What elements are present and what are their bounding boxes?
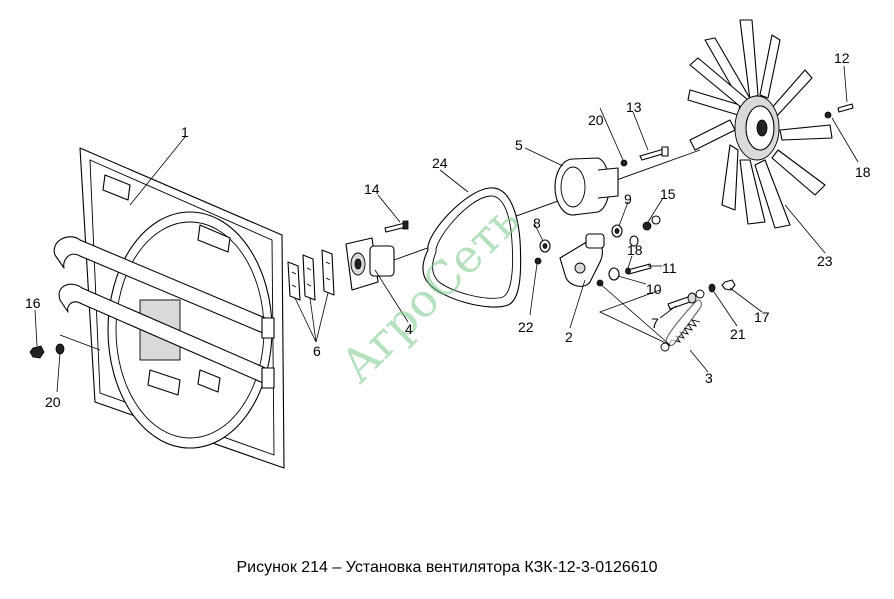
nut-15 <box>629 215 661 247</box>
drive-belt <box>422 187 522 308</box>
callout-20-right: 20 <box>588 112 604 128</box>
callout-11: 11 <box>662 260 677 276</box>
fan-shroud <box>53 147 285 469</box>
bracket-plates <box>287 249 335 301</box>
bolt-14 <box>384 220 409 233</box>
washer-10 <box>608 267 620 281</box>
nut-17 <box>721 279 736 291</box>
callout-18-tensioner: 18 <box>627 242 643 258</box>
washer-9 <box>611 224 623 238</box>
callout-12: 12 <box>834 50 850 66</box>
nut-16 <box>29 345 45 359</box>
callout-3: 3 <box>705 370 713 386</box>
callout-20-left: 20 <box>45 394 61 410</box>
washer-20-left <box>55 343 65 355</box>
tension-spring <box>660 289 705 352</box>
pin-7 <box>667 292 697 310</box>
callout-24: 24 <box>432 155 448 171</box>
callout-18-fan: 18 <box>855 164 871 180</box>
callout-4: 4 <box>405 321 413 337</box>
callout-2: 2 <box>565 329 573 345</box>
callout-21: 21 <box>730 326 746 342</box>
callout-9: 9 <box>624 191 632 207</box>
washer-21 <box>708 283 716 293</box>
callout-16: 16 <box>25 295 41 311</box>
callout-15: 15 <box>660 186 676 202</box>
callout-10: 10 <box>646 281 662 297</box>
pulley <box>554 157 619 216</box>
washer-8 <box>539 239 551 253</box>
callout-13: 13 <box>626 99 642 115</box>
callout-22: 22 <box>518 319 534 335</box>
callout-labels: 1 2 3 4 5 6 7 8 9 10 11 12 13 14 15 16 1… <box>25 50 871 410</box>
figure-caption: Рисунок 214 – Установка вентилятора КЗК-… <box>236 559 658 576</box>
callout-23: 23 <box>817 253 833 269</box>
bearing-housing <box>345 237 395 291</box>
callout-5: 5 <box>515 137 523 153</box>
bolt-11 <box>625 263 652 275</box>
tensioner-arm <box>559 233 605 287</box>
washer-18-top <box>824 111 832 119</box>
bolt-12 <box>837 103 854 113</box>
screw-22 <box>534 257 542 265</box>
callout-17: 17 <box>754 309 770 325</box>
callout-6: 6 <box>313 343 321 359</box>
callout-8: 8 <box>533 215 541 231</box>
bolt-13 <box>639 146 669 161</box>
fan-impeller <box>687 19 833 229</box>
callout-14: 14 <box>364 181 380 197</box>
callout-7: 7 <box>651 315 659 331</box>
leader-lines <box>34 65 859 393</box>
washer-20-right <box>620 159 628 167</box>
callout-1: 1 <box>181 124 189 140</box>
